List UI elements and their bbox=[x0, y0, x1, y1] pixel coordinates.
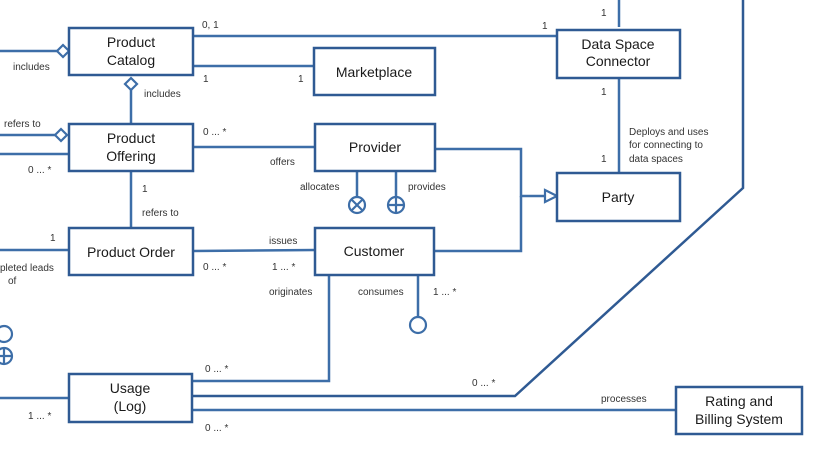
box-label: Product bbox=[107, 130, 155, 146]
required-interface-x-icon bbox=[347, 195, 367, 215]
multiplicity: 0 ... * bbox=[203, 262, 226, 273]
association-labels: includes includes refers to refers to pl… bbox=[0, 62, 709, 405]
box-label: Connector bbox=[586, 53, 651, 69]
multiplicity: 1 bbox=[542, 21, 548, 32]
box-label: Data Space bbox=[581, 36, 654, 52]
multiplicity: 1 bbox=[142, 184, 148, 195]
edge-usage-party-return bbox=[192, 0, 745, 398]
box-product-catalog[interactable]: Product Catalog bbox=[67, 26, 195, 77]
box-label: (Log) bbox=[114, 398, 147, 414]
provided-interface-plus-icon bbox=[0, 346, 14, 366]
box-party[interactable]: Party bbox=[555, 171, 682, 223]
box-usage-log[interactable]: Usage (Log) bbox=[67, 372, 194, 424]
multiplicity: 0, 1 bbox=[202, 20, 219, 31]
label-offers: offers bbox=[270, 157, 295, 168]
multiplicity: 0 ... * bbox=[28, 165, 51, 176]
label-deploys: Deploys and uses bbox=[629, 127, 709, 138]
edge-customer-usage bbox=[192, 275, 331, 383]
edges bbox=[0, 0, 745, 412]
box-marketplace[interactable]: Marketplace bbox=[312, 46, 437, 97]
multiplicity: 1 bbox=[601, 87, 607, 98]
box-label: Billing System bbox=[695, 411, 783, 427]
label-includes: includes bbox=[144, 89, 181, 100]
label-completed-leads: pleted leads bbox=[0, 263, 54, 274]
label-deploys: for connecting to bbox=[629, 140, 703, 151]
box-label: Offering bbox=[106, 148, 156, 164]
box-rating-billing-system[interactable]: Rating and Billing System bbox=[674, 385, 804, 436]
label-allocates: allocates bbox=[300, 182, 339, 193]
label-refers-to: refers to bbox=[142, 208, 179, 219]
edge-customer-generalization bbox=[434, 196, 523, 253]
multiplicity-labels: 0, 1 1 1 1 1 1 1 0 ... * 0 ... * 1 1 0 .… bbox=[28, 8, 607, 434]
box-provider[interactable]: Provider bbox=[313, 122, 437, 173]
edge-provider-generalization bbox=[435, 147, 545, 198]
box-label: Product Order bbox=[87, 244, 175, 260]
label-includes: includes bbox=[13, 62, 50, 73]
generalization-arrow-icon bbox=[543, 188, 560, 204]
multiplicity: 1 ... * bbox=[272, 262, 295, 273]
box-label: Usage bbox=[110, 380, 151, 396]
multiplicity: 1 bbox=[601, 8, 607, 19]
box-customer[interactable]: Customer bbox=[313, 226, 436, 277]
box-product-order[interactable]: Product Order bbox=[67, 226, 195, 277]
multiplicity: 1 bbox=[203, 74, 209, 85]
label-provides: provides bbox=[408, 182, 446, 193]
multiplicity: 0 ... * bbox=[205, 423, 228, 434]
interface-lollipop-icon bbox=[0, 324, 14, 344]
box-label: Customer bbox=[344, 243, 405, 259]
label-completed-leads-of: of bbox=[8, 276, 17, 287]
aggregation-diamond-icon bbox=[123, 76, 139, 92]
box-product-offering[interactable]: Product Offering bbox=[67, 122, 195, 173]
multiplicity: 0 ... * bbox=[203, 127, 226, 138]
multiplicity: 1 bbox=[50, 233, 56, 244]
label-processes: processes bbox=[601, 394, 647, 405]
multiplicity: 1 bbox=[601, 154, 607, 165]
box-data-space-connector[interactable]: Data Space Connector bbox=[555, 28, 682, 80]
symbols bbox=[0, 43, 560, 366]
box-label: Provider bbox=[349, 139, 401, 155]
label-refers-to: refers to bbox=[4, 119, 41, 130]
box-label: Catalog bbox=[107, 52, 155, 68]
label-consumes: consumes bbox=[358, 287, 404, 298]
box-label: Marketplace bbox=[336, 64, 412, 80]
box-label: Party bbox=[602, 189, 635, 205]
label-originates: originates bbox=[269, 287, 312, 298]
aggregation-diamond-icon bbox=[55, 43, 71, 59]
box-label: Product bbox=[107, 34, 155, 50]
interface-lollipop-icon bbox=[408, 315, 428, 335]
multiplicity: 0 ... * bbox=[472, 378, 495, 389]
label-deploys: data spaces bbox=[629, 154, 683, 165]
aggregation-diamond-icon bbox=[53, 127, 69, 143]
box-label: Rating and bbox=[705, 393, 773, 409]
edge-order-customer bbox=[192, 248, 316, 253]
multiplicity: 1 ... * bbox=[433, 287, 456, 298]
multiplicity: 1 bbox=[298, 74, 304, 85]
multiplicity: 1 ... * bbox=[28, 411, 51, 422]
label-issues: issues bbox=[269, 236, 297, 247]
multiplicity: 0 ... * bbox=[205, 364, 228, 375]
provided-interface-plus-icon bbox=[386, 195, 406, 215]
